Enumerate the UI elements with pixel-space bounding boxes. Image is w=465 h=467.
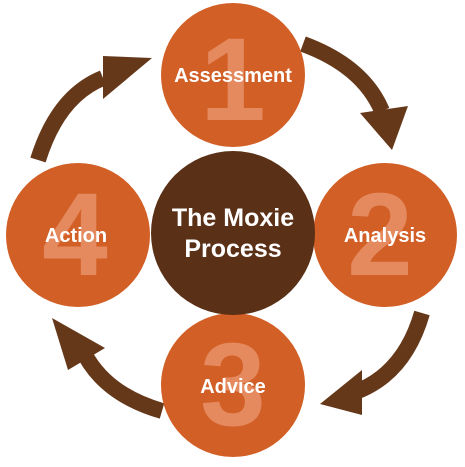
step-label: Analysis	[344, 225, 426, 247]
step-label: Action	[45, 225, 107, 247]
step-number: 4	[42, 169, 108, 301]
step-analysis: 2 Analysis	[313, 163, 457, 307]
center-title-line-2: Process	[184, 235, 281, 263]
step-circle	[313, 163, 457, 307]
arrow-analysis-to-advice	[320, 310, 430, 415]
arrow-advice-to-action	[52, 318, 165, 419]
step-circle	[161, 3, 305, 147]
step-circle	[6, 163, 150, 307]
step-number: 2	[347, 169, 413, 301]
step-circle	[161, 313, 305, 457]
cycle-arrows	[30, 36, 430, 419]
step-label: Advice	[200, 376, 266, 398]
center-hub: The Moxie Process	[151, 151, 315, 315]
center-circle	[151, 151, 315, 315]
step-advice: 3 Advice	[161, 313, 305, 457]
center-title-line-1: The Moxie	[172, 204, 294, 232]
step-label: Assessment	[174, 65, 292, 87]
step-number: 1	[200, 14, 266, 146]
step-action: 4 Action	[6, 163, 150, 307]
arrow-assessment-to-analysis	[300, 36, 408, 150]
step-assessment: 1 Assessment	[161, 3, 305, 147]
arrow-action-to-assessment	[30, 56, 152, 163]
step-number: 3	[200, 319, 266, 451]
